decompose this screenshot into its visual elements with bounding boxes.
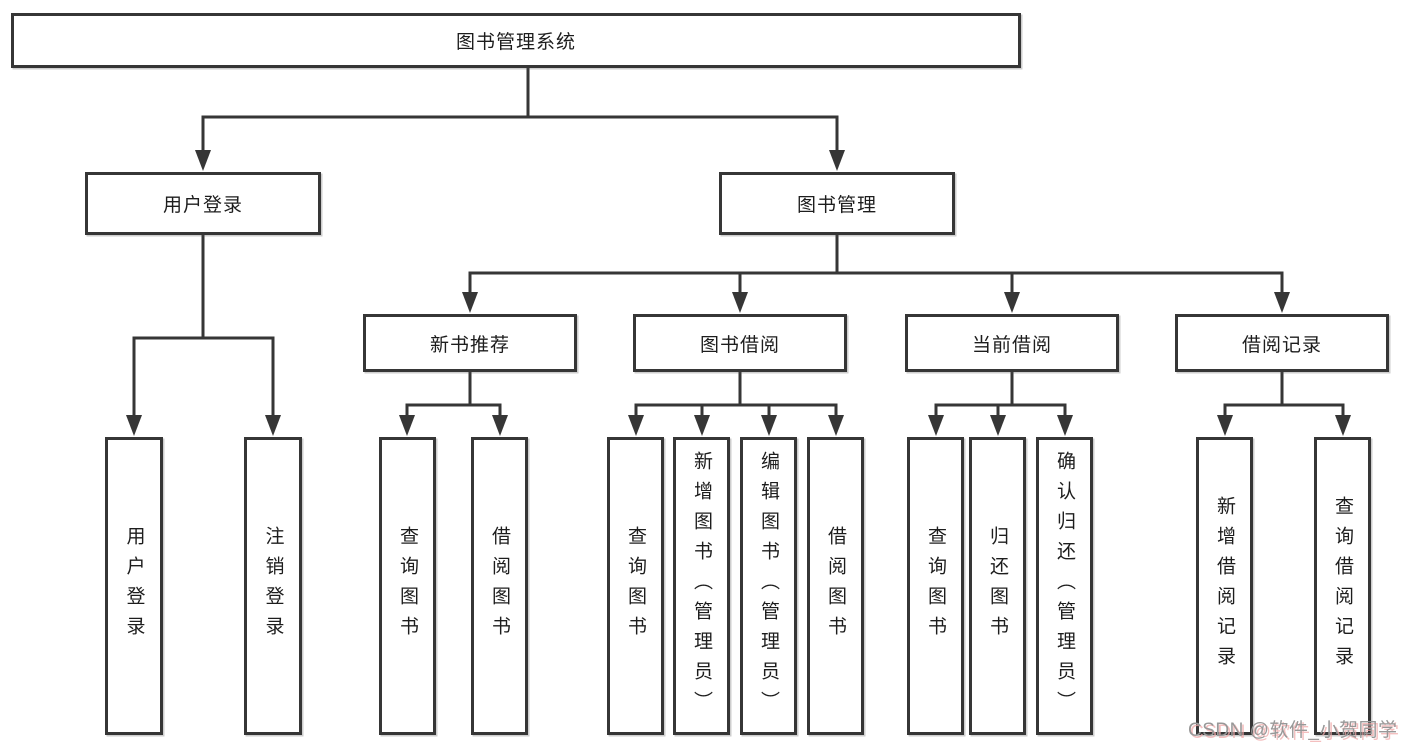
node-leaf-return-book: 归还图书 (969, 437, 1026, 735)
node-label: 新增借阅记录 (1214, 496, 1235, 676)
node-leaf-query-borrow-record: 查询借阅记录 (1314, 437, 1371, 735)
node-label: 新书推荐 (429, 334, 510, 356)
node-label: 图书管理系统 (455, 32, 576, 53)
node-leaf-add-book-admin: 新增图书（管理员） (673, 437, 730, 735)
connector-path (132, 68, 1345, 417)
node-book-management: 图书管理 (719, 172, 955, 235)
node-label: 查询借阅记录 (1332, 496, 1353, 676)
node-leaf-user-login: 用户登录 (105, 437, 163, 735)
node-label: 用户登录 (123, 526, 145, 646)
node-label: 借阅图书 (489, 526, 510, 646)
node-new-book-recommend: 新书推荐 (363, 314, 577, 372)
node-label: 查询图书 (625, 526, 646, 646)
node-label: 确认归还（管理员） (1054, 451, 1075, 721)
node-label: 注销登录 (262, 526, 284, 646)
node-current-borrow: 当前借阅 (905, 314, 1119, 372)
arrowheads (126, 150, 1351, 436)
node-root: 图书管理系统 (11, 13, 1021, 68)
node-borrow-record: 借阅记录 (1175, 314, 1389, 372)
node-book-borrow: 图书借阅 (633, 314, 847, 372)
node-label: 编辑图书（管理员） (758, 451, 779, 721)
node-leaf-confirm-return-admin: 确认归还（管理员） (1036, 437, 1093, 735)
node-leaf-add-borrow-record: 新增借阅记录 (1196, 437, 1253, 735)
node-label: 图书管理 (796, 195, 877, 216)
node-leaf-logout: 注销登录 (244, 437, 302, 735)
node-leaf-edit-book-admin: 编辑图书（管理员） (740, 437, 797, 735)
node-leaf-borrow-book: 借阅图书 (807, 437, 864, 735)
node-label: 查询图书 (397, 526, 418, 646)
node-label: 新增图书（管理员） (691, 451, 712, 721)
node-label: 图书借阅 (699, 334, 780, 356)
watermark: CSDN @软件_小贺同学 (1188, 720, 1398, 741)
node-label: 归还图书 (987, 526, 1008, 646)
node-label: 借阅记录 (1241, 334, 1322, 356)
node-label: 用户登录 (162, 195, 243, 216)
node-leaf-query-book-current: 查询图书 (907, 437, 964, 735)
node-leaf-query-book-borrow: 查询图书 (607, 437, 664, 735)
node-user-login: 用户登录 (85, 172, 321, 235)
node-leaf-query-book-recommend: 查询图书 (379, 437, 436, 735)
node-label: 当前借阅 (971, 334, 1052, 356)
node-leaf-borrow-book-recommend: 借阅图书 (471, 437, 528, 735)
node-label: 查询图书 (925, 526, 946, 646)
node-label: 借阅图书 (825, 526, 846, 646)
